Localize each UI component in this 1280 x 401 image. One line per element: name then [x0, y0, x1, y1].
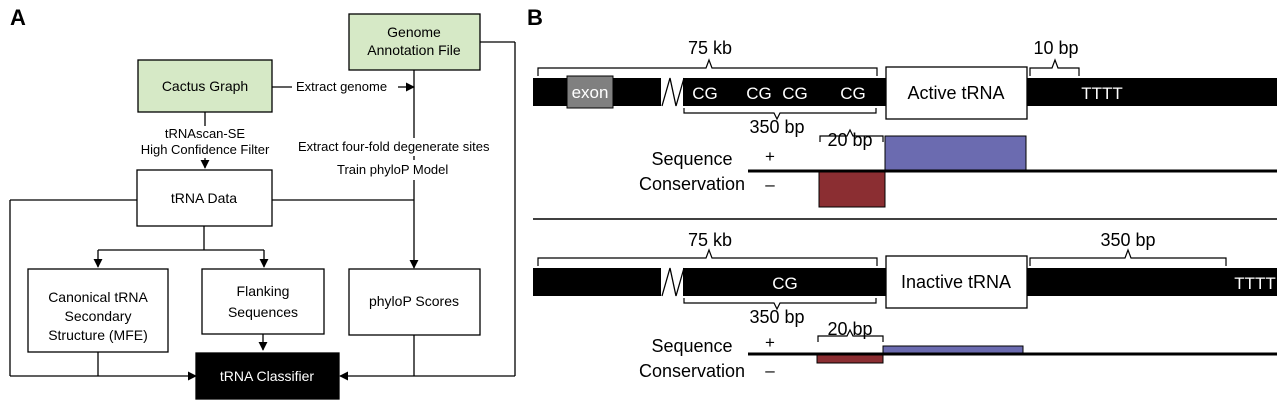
active-10bp-label: 10 bp: [1033, 38, 1078, 58]
classifier-label: tRNA Classifier: [220, 368, 314, 384]
genome-annotation-label-2: Annotation File: [367, 42, 461, 58]
flanking-label-1: Flanking: [237, 283, 290, 299]
inactive-seqcons-label-1: Sequence: [651, 336, 732, 356]
trna-classifier-node: tRNA Classifier: [195, 352, 340, 400]
inactive-75kb-label: 75 kb: [688, 230, 732, 250]
active-minus: –: [765, 175, 775, 194]
active-cg-4: CG: [840, 84, 866, 103]
train-phylop-label: Train phyloP Model: [337, 162, 448, 177]
panel-a-label: A: [10, 5, 26, 30]
extract-genome-label: Extract genome: [296, 79, 387, 94]
inactive-seqcons-label-2: Conservation: [639, 361, 745, 381]
inactive-trna-label: Inactive tRNA: [901, 272, 1011, 292]
active-cg-2: CG: [746, 84, 772, 103]
active-seqcons-label-1: Sequence: [651, 149, 732, 169]
canonical-structure-node: Canonical tRNA Secondary Structure (MFE): [27, 268, 169, 353]
inactive-350bp-label: 350 bp: [749, 307, 804, 327]
flanking-sequences-node: Flanking Sequences: [201, 268, 325, 335]
flanking-label-2: Sequences: [228, 304, 298, 320]
inactive-plus: +: [765, 333, 775, 352]
active-trna-label: Active tRNA: [907, 83, 1004, 103]
trna-data-node: tRNA Data: [136, 169, 273, 227]
active-plus: +: [765, 147, 775, 166]
active-trna-section: 75 kb exon CG CG CG CG 350 bp Active tRN…: [533, 38, 1277, 208]
canonical-label-2: Secondary: [65, 308, 132, 324]
genome-annotation-label-1: Genome: [387, 24, 441, 40]
inactive-trna-section: 75 kb CG 350 bp Inactive tRNA TTTT 350 b…: [533, 230, 1277, 381]
active-cg-1: CG: [692, 84, 718, 103]
trnascan-label-2: High Confidence Filter: [141, 142, 270, 157]
active-75kb-label: 75 kb: [688, 38, 732, 58]
active-seqcons-label-2: Conservation: [639, 174, 745, 194]
cactus-graph-label: Cactus Graph: [162, 78, 248, 94]
inactive-20bp-label: 20 bp: [827, 319, 872, 339]
trnascan-label-1: tRNAscan-SE: [165, 126, 246, 141]
inactive-cg: CG: [772, 274, 798, 293]
genome-annotation-node: Genome Annotation File: [348, 13, 481, 71]
fourfold-label: Extract four-fold degenerate sites: [298, 139, 490, 154]
active-20bp-label: 20 bp: [827, 130, 872, 150]
active-350bp-label: 350 bp: [749, 117, 804, 137]
inactive-350bp-right-label: 350 bp: [1100, 230, 1155, 250]
panel-b-label: B: [527, 5, 543, 30]
exon-label: exon: [572, 83, 609, 102]
cactus-graph-node: Cactus Graph: [137, 59, 273, 113]
canonical-label-1: Canonical tRNA: [48, 289, 148, 305]
inactive-minus: –: [765, 361, 775, 380]
phylop-label: phyloP Scores: [369, 293, 459, 309]
trna-data-label: tRNA Data: [171, 190, 237, 206]
active-cg-3: CG: [782, 84, 808, 103]
phylop-scores-node: phyloP Scores: [348, 268, 481, 336]
inactive-tttt-label: TTTT: [1234, 274, 1276, 293]
canonical-label-3: Structure (MFE): [48, 327, 148, 343]
active-tttt-label: TTTT: [1081, 84, 1123, 103]
